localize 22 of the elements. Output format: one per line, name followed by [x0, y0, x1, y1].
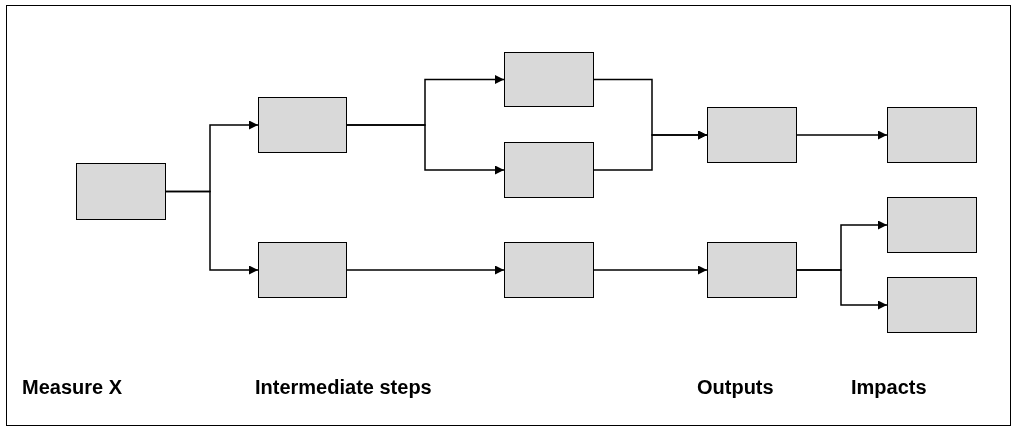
empty-box [887, 277, 977, 333]
empty-box [76, 163, 166, 220]
empty-box [887, 107, 977, 163]
arrow [346, 265, 505, 275]
empty-box [707, 242, 797, 298]
column-heading: Impacts [851, 375, 927, 400]
arrow [346, 124, 505, 175]
column-heading: Measure X [22, 375, 123, 400]
arrow [593, 265, 708, 275]
arrow [593, 130, 708, 171]
arrow [796, 269, 888, 310]
arrow [796, 130, 888, 140]
column-heading: Outputs [697, 375, 774, 400]
arrow [165, 190, 259, 275]
empty-box [504, 52, 594, 107]
empty-box [504, 242, 594, 298]
empty-box [707, 107, 797, 163]
empty-box [504, 142, 594, 198]
empty-box [887, 197, 977, 253]
empty-box [258, 97, 347, 153]
empty-box [258, 242, 347, 298]
column-heading: Intermediate steps [255, 375, 432, 400]
